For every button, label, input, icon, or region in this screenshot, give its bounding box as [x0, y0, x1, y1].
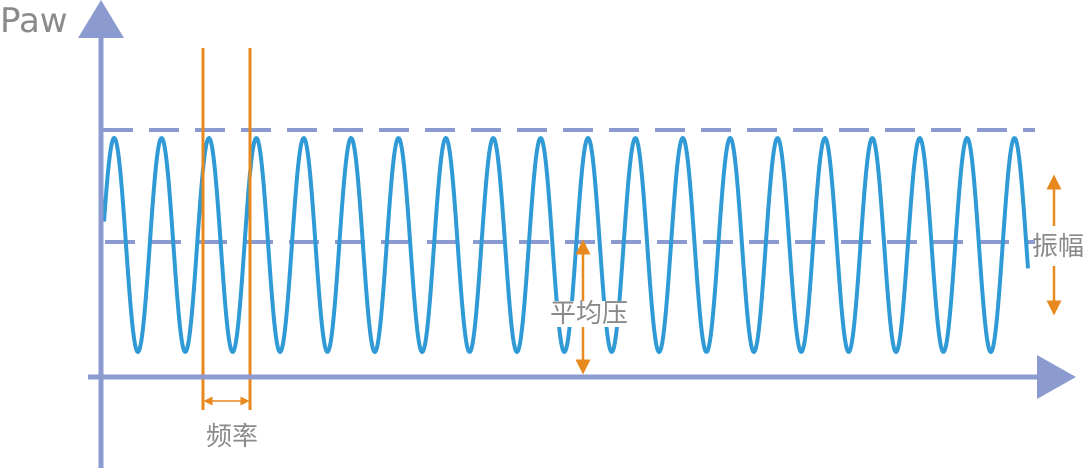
frequency-label: 频率 — [206, 422, 259, 452]
mean-pressure-label: 平均压 — [550, 299, 629, 329]
x-axis-arrowhead — [1037, 355, 1076, 399]
y-axis-arrowhead — [78, 0, 124, 38]
y-axis-label: Paw — [0, 1, 68, 41]
pressure-waveform — [102, 136, 1030, 354]
amplitude-label: 振幅 — [1032, 232, 1085, 262]
